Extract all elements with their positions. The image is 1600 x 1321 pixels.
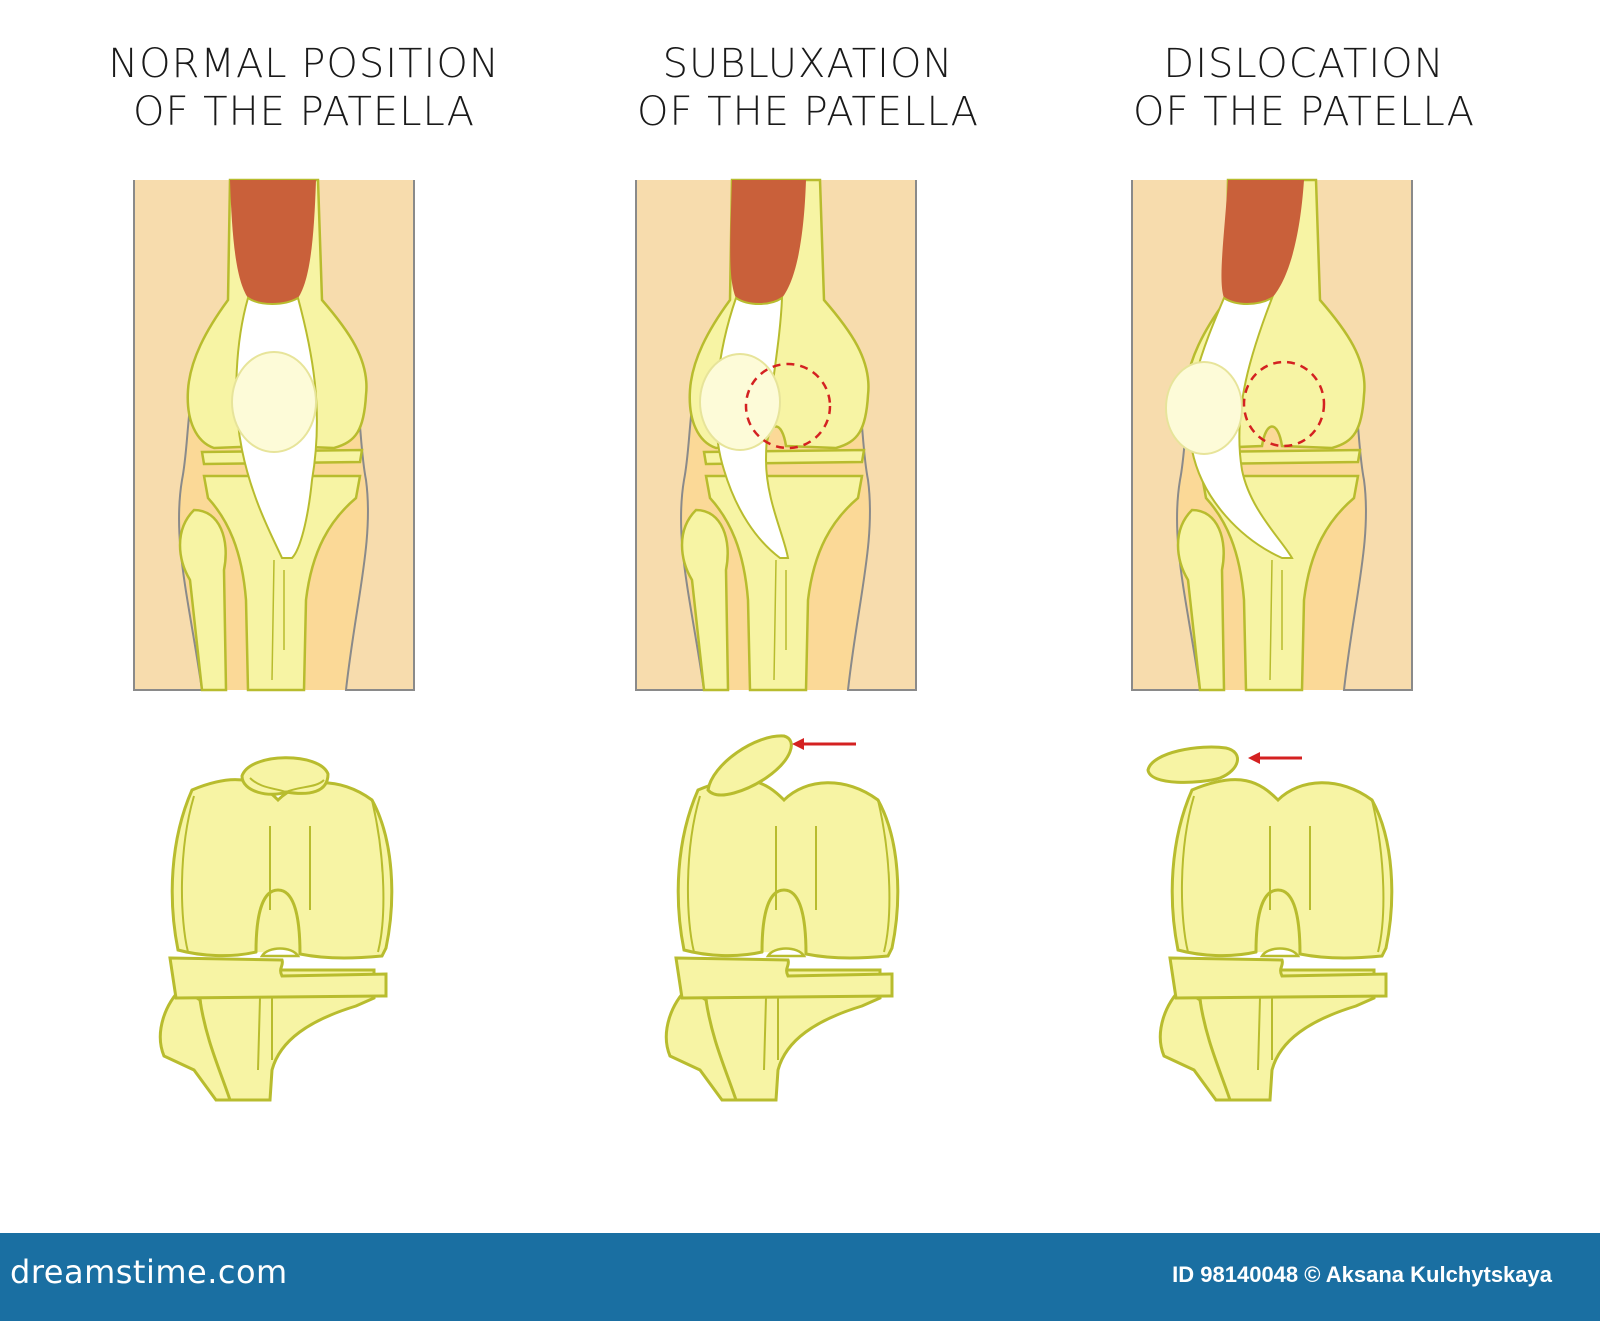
patella-dislocated xyxy=(1165,361,1243,455)
quadriceps-muscle xyxy=(230,180,316,304)
original-patella-outline xyxy=(744,362,832,450)
front-view-normal xyxy=(132,178,416,692)
footer-bar: dreamstime.com ID 98140048 © Aksana Kulc… xyxy=(0,1233,1600,1321)
panel-title-line1: NORMAL POSITION xyxy=(108,41,500,87)
panel-title-normal: NORMAL POSITION OF THE PATELLA xyxy=(64,40,544,136)
brand-logo[interactable]: dreamstime.com xyxy=(10,1253,288,1291)
panel-title-line1: DISLOCATION xyxy=(1163,41,1445,87)
patella-displaced xyxy=(699,353,781,451)
panel-title-line2: OF THE PATELLA xyxy=(1132,89,1476,135)
panel-title-line1: SUBLUXATION xyxy=(662,41,954,87)
patella xyxy=(240,756,330,796)
patella-displaced xyxy=(706,734,793,797)
patella xyxy=(231,351,317,453)
patella-dislocated xyxy=(1146,745,1239,784)
image-credit: ID 98140048 © Aksana Kulchytskaya xyxy=(1172,1262,1552,1287)
panel-title-line2: OF THE PATELLA xyxy=(636,89,980,135)
panel-title-line2: OF THE PATELLA xyxy=(132,89,476,135)
front-view-dislocation xyxy=(1130,178,1414,692)
quadriceps-muscle xyxy=(1221,180,1304,304)
illustration-canvas xyxy=(132,178,1414,1102)
original-patella-outline xyxy=(1242,360,1326,448)
knee-bones-normal xyxy=(158,756,394,1102)
front-view-subluxation xyxy=(634,178,918,692)
quadriceps-muscle xyxy=(730,180,806,304)
panel-title-subluxation: SUBLUXATION OF THE PATELLA xyxy=(568,40,1048,136)
knee-bones-subluxation xyxy=(664,734,900,1102)
knee-bones-dislocation xyxy=(1146,745,1394,1102)
panel-title-dislocation: DISLOCATION OF THE PATELLA xyxy=(1064,40,1544,136)
